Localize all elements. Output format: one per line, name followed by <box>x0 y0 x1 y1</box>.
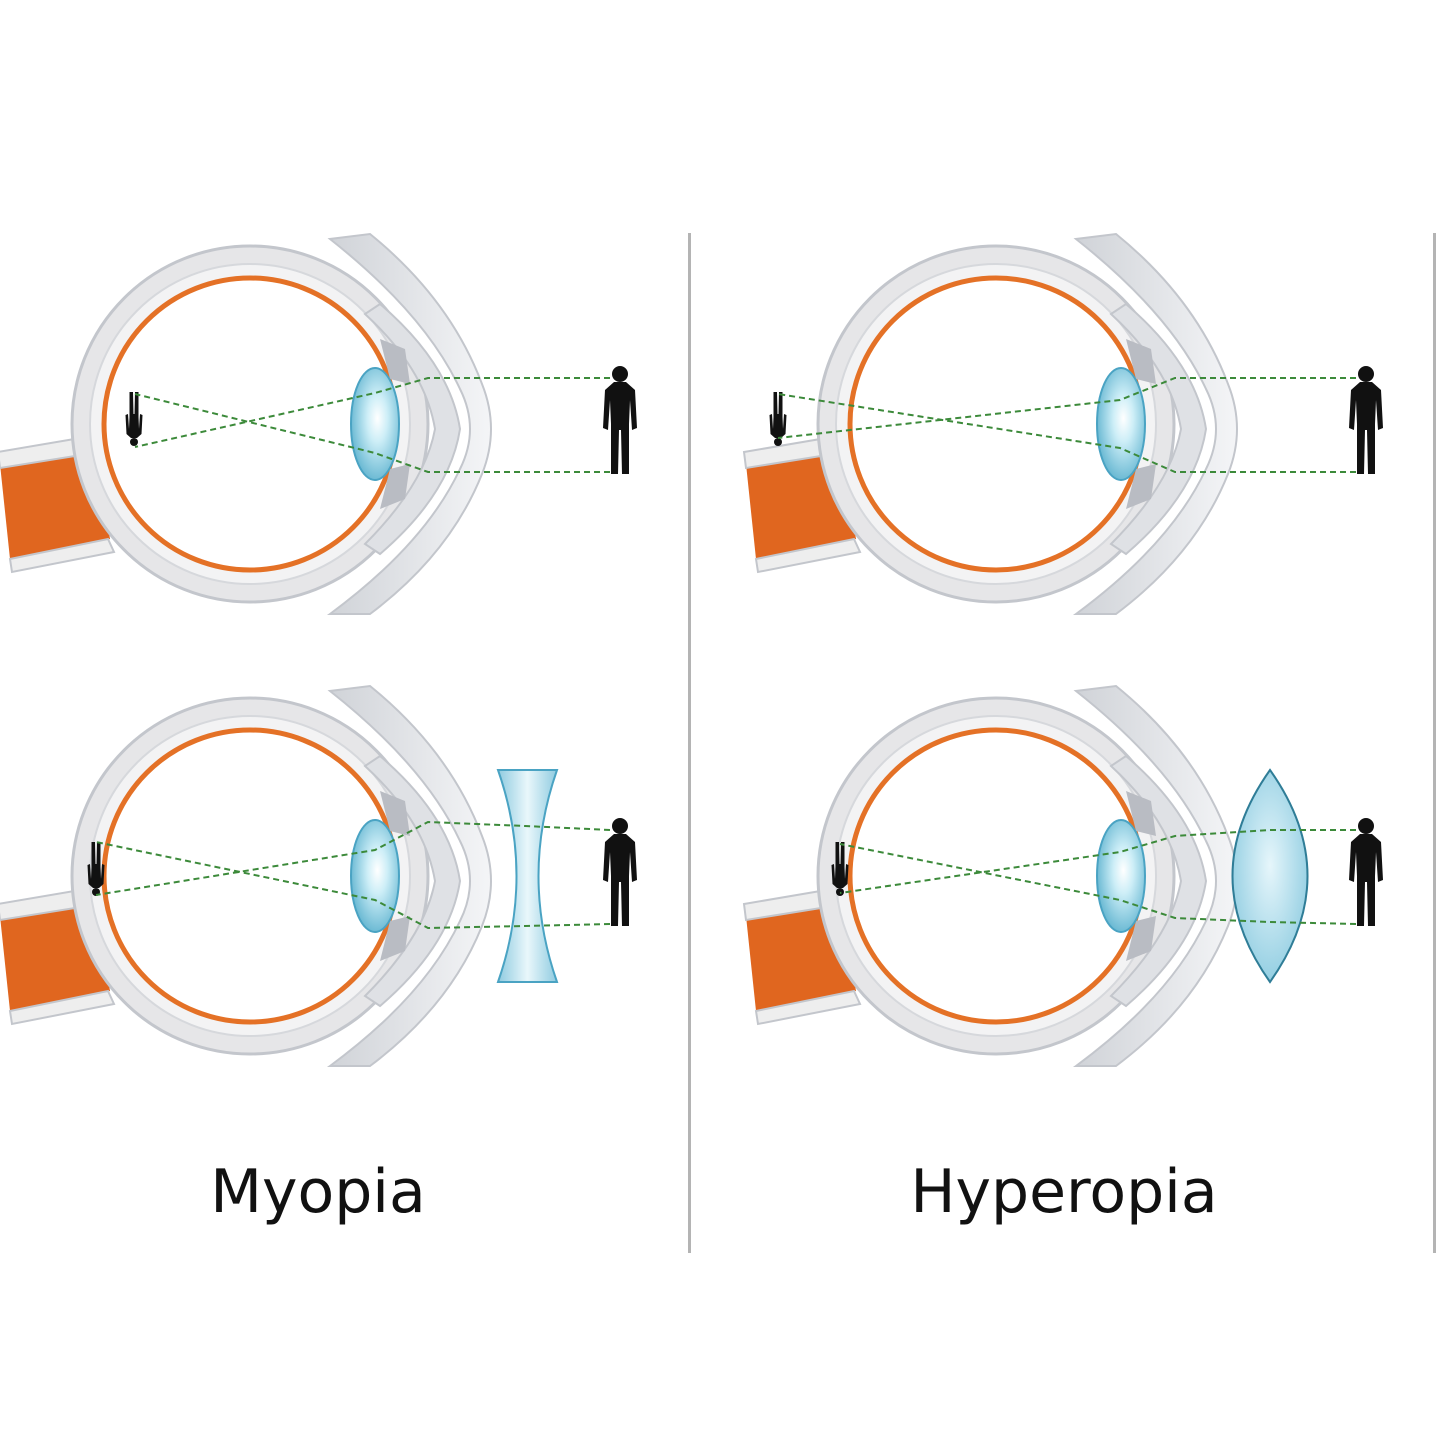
distant-person-icon <box>1349 818 1383 926</box>
light-rays <box>95 820 611 930</box>
concave-lens-icon <box>496 769 559 983</box>
hyperopia-uncorrected-panel <box>744 234 1383 614</box>
myopia-corrected-panel <box>0 686 637 1066</box>
light-rays <box>134 377 610 473</box>
convex-lens-icon <box>1231 768 1309 984</box>
light-rays <box>839 829 1357 925</box>
center-divider <box>688 233 691 1253</box>
hyperopia-label: Hyperopia <box>910 1157 1218 1227</box>
light-rays <box>777 377 1356 473</box>
myopia-uncorrected-panel <box>0 234 637 614</box>
distant-person-icon <box>603 818 637 926</box>
hyperopia-corrected-panel <box>744 686 1383 1066</box>
distant-person-icon <box>1349 366 1383 474</box>
myopia-label: Myopia <box>210 1157 426 1227</box>
right-divider <box>1433 233 1436 1253</box>
distant-person-icon <box>603 366 637 474</box>
